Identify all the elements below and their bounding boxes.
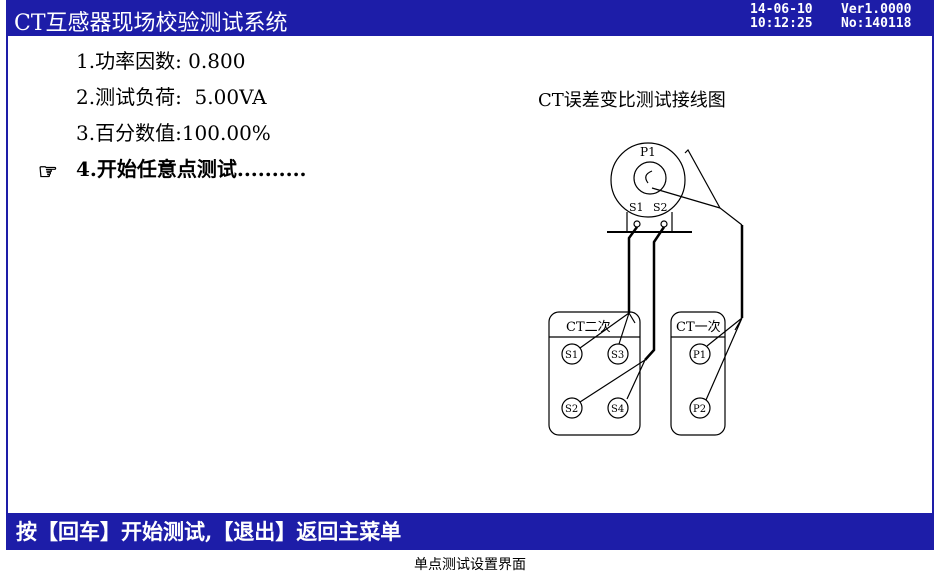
diagram-title: CT误差变比测试接线图: [538, 90, 726, 111]
ct-bracket: [626, 212, 673, 232]
menu-item-label: 2.测试负荷: 5.00VA: [76, 85, 267, 109]
ct-p1-label: P1: [640, 145, 656, 159]
app-title: CT互感器现场校验测试系统: [14, 11, 288, 36]
ct-s1-label: S1: [629, 201, 644, 214]
menu-item-label: 4.开始任意点测试..........: [76, 157, 307, 181]
menu-item-label: 1.功率因数: 0.800: [76, 49, 246, 73]
terminal-p1: P1: [693, 350, 706, 361]
title-bar: CT互感器现场校验测试系统 14-06-10 10:12:25 Ver1.000…: [6, 0, 934, 36]
screen-caption: 单点测试设置界面: [414, 557, 526, 573]
ct-s2-label: S2: [653, 201, 668, 214]
ct-terminal-s1: [633, 220, 641, 228]
terminal-s1: S1: [565, 350, 578, 361]
ct-primary-label: CT一次: [676, 319, 721, 335]
screen-frame: [6, 0, 934, 550]
serial-number: No:140118: [841, 16, 912, 31]
ct-secondary-box: [548, 311, 641, 436]
menu-item-start-test[interactable]: ☞ 4.开始任意点测试..........: [38, 154, 307, 190]
hint-text: 按【回车】开始测试,【退出】返回主菜单: [16, 519, 402, 544]
terminal-s2: S2: [565, 404, 578, 415]
version-info: Ver1.0000 No:140118: [841, 3, 911, 31]
date: 14-06-10: [750, 2, 813, 17]
ct-coil: [645, 170, 653, 184]
menu-item-percent-value[interactable]: 3.百分数值:100.00%: [38, 118, 307, 154]
menu-item-test-load[interactable]: 2.测试负荷: 5.00VA: [38, 82, 307, 118]
ct-inner-ring: [633, 161, 667, 195]
time: 10:12:25: [750, 16, 813, 31]
settings-menu: 1.功率因数: 0.800 2.测试负荷: 5.00VA 3.百分数值:100.…: [38, 46, 307, 190]
terminal-s3: S3: [611, 350, 624, 361]
wire-primary: [651, 149, 743, 226]
ct-secondary-label: CT二次: [566, 319, 611, 335]
wire-s1: [627, 226, 639, 313]
terminal-p2: P2: [693, 404, 706, 415]
ct-outer-ring: [610, 142, 686, 218]
menu-item-label: 3.百分数值:100.00%: [76, 121, 271, 145]
wire-s2-branch: [579, 359, 646, 403]
datetime: 14-06-10 10:12:25: [750, 3, 813, 31]
version: Ver1.0000: [841, 2, 912, 17]
menu-item-power-factor[interactable]: 1.功率因数: 0.800: [38, 46, 307, 82]
hint-bar: 按【回车】开始测试,【退出】返回主菜单: [6, 513, 934, 550]
terminal-s4: S4: [611, 404, 624, 415]
wire-s2: [644, 226, 666, 361]
pointing-hand-icon: ☞: [38, 159, 58, 185]
ct-terminal-s2: [660, 220, 668, 228]
wire-s1-branch: [579, 312, 636, 349]
ct-primary-box: [670, 311, 726, 436]
